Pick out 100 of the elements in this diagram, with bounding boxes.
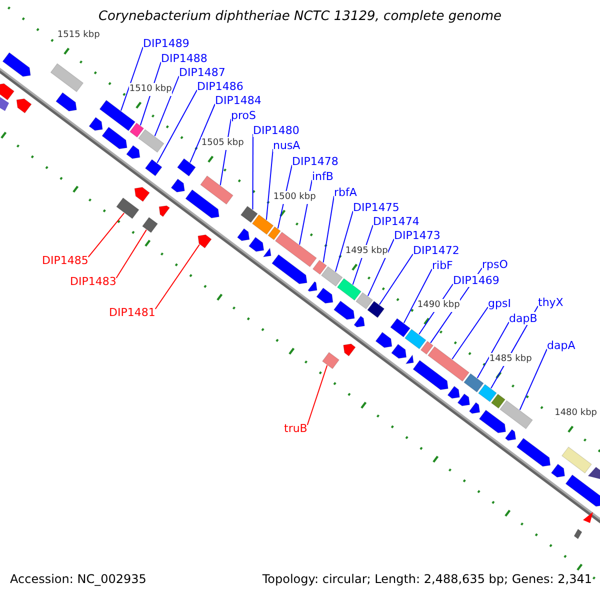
gene-feature: [404, 328, 426, 350]
gene-feature: [375, 332, 392, 348]
gene-feature: [390, 318, 411, 338]
leader-line: [120, 46, 144, 112]
gene-feature: [583, 512, 593, 523]
gene-feature: [464, 373, 484, 393]
gene-label: proS: [231, 109, 256, 122]
gene-label: dapB: [509, 312, 538, 325]
gene-feature: [391, 344, 407, 359]
gene-feature: [248, 236, 264, 252]
gene-feature: [176, 158, 196, 177]
leader-line: [266, 148, 274, 220]
gene-feature: [126, 145, 140, 159]
scale-label: 1485 kbp: [489, 353, 532, 366]
leader-line: [519, 348, 548, 410]
gene-label: nusA: [273, 139, 300, 152]
gene-feature: [16, 98, 32, 114]
leader-line: [452, 306, 488, 360]
gene-feature: [574, 529, 582, 539]
leader-line: [306, 364, 328, 426]
gene-feature: [272, 254, 308, 284]
leader-line: [335, 210, 354, 272]
leader-line: [476, 322, 510, 379]
gene-feature: [185, 189, 220, 218]
gene-feature: [322, 352, 340, 370]
gene-feature: [158, 205, 170, 218]
gene-feature: [88, 116, 103, 131]
gene-feature: [116, 197, 140, 220]
gene-feature: [0, 83, 15, 100]
gene-feature: [367, 300, 385, 318]
gene-label: rpsO: [482, 258, 508, 271]
gene-label: DIP1472: [413, 244, 460, 257]
gene-feature: [274, 232, 317, 268]
gene-feature: [343, 344, 356, 356]
gene-feature: [99, 100, 136, 132]
gene-feature: [312, 260, 328, 275]
gene-feature: [356, 292, 374, 310]
gene-label: DIP1478: [292, 155, 338, 168]
gene-feature: [550, 464, 566, 478]
gene-feature: [478, 410, 506, 434]
gene-label: thyX: [538, 296, 564, 309]
gene-feature: [240, 206, 258, 223]
accession-text: Accession: NC_002935: [10, 573, 146, 586]
gene-label: truB: [284, 422, 308, 435]
gene-feature: [142, 216, 158, 234]
gene-feature: [468, 402, 480, 414]
gene-feature: [308, 281, 318, 292]
leader-line: [88, 212, 125, 258]
gene-label: DIP1481: [109, 306, 156, 319]
gene-label: DIP1487: [179, 66, 226, 79]
leader-line: [378, 254, 414, 306]
gene-label: DIP1475: [353, 201, 400, 214]
scale-label: 1500 kbp: [273, 191, 316, 204]
gene-feature: [588, 467, 600, 479]
leader-line: [367, 238, 394, 296]
gene-feature: [0, 97, 9, 111]
gene-feature: [565, 474, 600, 507]
scale-label: 1480 kbp: [554, 407, 597, 420]
gene-feature: [500, 400, 533, 430]
gene-feature: [412, 360, 448, 390]
gene-label: DIP1485: [42, 254, 88, 267]
gene-feature: [336, 278, 362, 301]
gene-feature: [2, 52, 31, 77]
gene-feature: [134, 186, 150, 202]
gene-feature: [268, 226, 281, 240]
gene-feature: [236, 228, 250, 242]
gene-feature: [406, 354, 414, 364]
gene-label: DIP1486: [197, 80, 244, 93]
gene-label: ribF: [432, 259, 453, 272]
leader-line: [322, 196, 334, 263]
gene-feature: [333, 300, 355, 320]
gene-label: gpsI: [488, 297, 511, 310]
diagram-title: Corynebacterium diphtheriae NCTC 13129, complete genome: [97, 10, 503, 23]
scale-label: 1510 kbp: [129, 83, 172, 96]
leader-line: [154, 244, 200, 310]
gene-label: DIP1474: [373, 215, 420, 228]
gene-label: DIP1473: [394, 229, 440, 242]
gene-feature: [252, 214, 274, 235]
gene-feature: [198, 234, 212, 248]
gene-feature: [478, 384, 497, 402]
gene-feature: [50, 63, 84, 92]
gene-label: DIP1489: [143, 37, 190, 50]
leader-line: [154, 76, 180, 137]
gene-feature: [420, 340, 434, 355]
gene-feature: [263, 248, 272, 258]
gene-feature: [144, 159, 162, 176]
gene-label: infB: [312, 170, 334, 183]
genome-stats-text: Topology: circular; Length: 2,488,635 bp; Genes: 2,341: [262, 573, 592, 586]
leader-line: [156, 90, 198, 164]
gene-feature: [170, 178, 185, 192]
scale-label: 1490 kbp: [417, 299, 460, 312]
scale-label: 1495 kbp: [345, 245, 388, 258]
gene-label: DIP1484: [215, 94, 262, 107]
leader-line: [403, 268, 432, 324]
gene-feature: [354, 316, 365, 328]
gene-feature: [200, 175, 234, 205]
scale-label: 1505 kbp: [201, 137, 244, 150]
gene-label: DIP1488: [161, 52, 208, 65]
gene-label: DIP1483: [70, 275, 116, 288]
gene-label: dapA: [547, 339, 576, 352]
